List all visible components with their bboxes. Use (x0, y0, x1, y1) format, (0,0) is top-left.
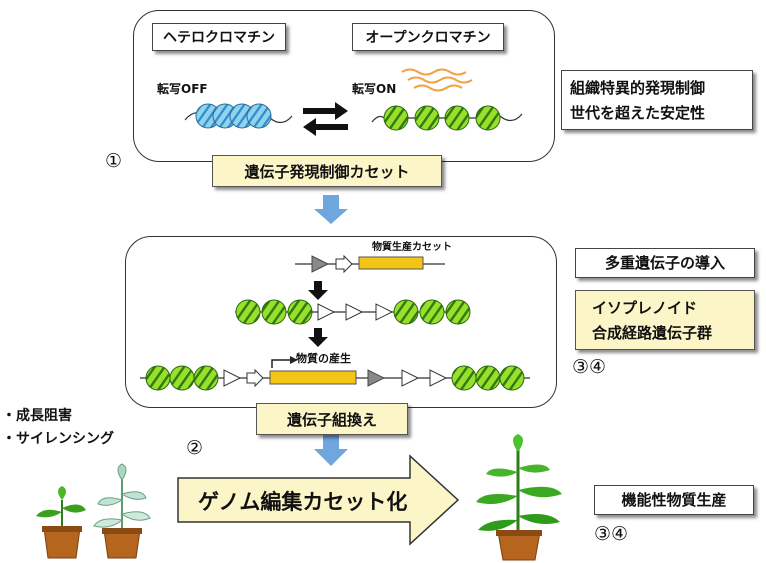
open-chromatin-nucleosomes (371, 105, 523, 131)
genome-edit-label: ゲノム編集カセット化 (198, 490, 408, 514)
note-silencing: ・サイレンシング (2, 431, 114, 447)
refs-3-4-a: ③④ (572, 356, 607, 378)
transcript-squiggles (401, 68, 473, 92)
cassette-small-label: 物質生産カセット (372, 242, 452, 253)
chromatin-row-2 (235, 299, 471, 325)
isoprenoid-line1: イソプレノイド (592, 299, 698, 317)
small-plant-2 (93, 463, 151, 559)
transcription-on-label: 転写ON (352, 82, 397, 96)
cassette-row (295, 254, 445, 274)
large-plant (476, 434, 562, 561)
side1-line2: 世代を超えた安定性 (570, 104, 706, 122)
isoprenoid-line2: 合成経路遺伝子群 (592, 324, 713, 342)
number-1: ① (105, 150, 123, 172)
small-plant-1 (36, 486, 86, 559)
note-growth-inhibition: ・成長阻害 (2, 408, 72, 424)
down-arrow-1 (314, 195, 348, 224)
number-2: ② (186, 437, 204, 459)
side-box-isoprenoid: イソプレノイド 合成経路遺伝子群 (575, 290, 755, 350)
heterochromatin-label: ヘテロクロマチン (152, 23, 286, 51)
side-box-multi-gene: 多重遺伝子の導入 (575, 248, 755, 278)
black-down-arrow-2 (308, 328, 328, 347)
production-label: 物質の産生 (296, 352, 351, 365)
side1-line1: 組織特異的発現制御 (570, 79, 706, 97)
reversible-arrows (303, 102, 348, 136)
black-down-arrow-1 (308, 281, 328, 300)
expression-cassette-label: 遺伝子発現制御カセット (212, 155, 442, 187)
heterochromatin-nucleosomes (184, 103, 293, 129)
genome-edit-arrow (177, 454, 460, 546)
chromatin-row-3 (140, 356, 530, 391)
open-chromatin-label: オープンクロマチン (352, 23, 504, 51)
down-arrow-2 (314, 435, 348, 466)
transcription-off-label: 転写OFF (157, 82, 208, 96)
functional-production-label: 機能性物質生産 (594, 485, 754, 515)
recombination-label: 遺伝子組換え (256, 403, 408, 435)
side-box-tissue: 組織特異的発現制御 世代を超えた安定性 (561, 70, 753, 130)
refs-3-4-b: ③④ (594, 523, 629, 545)
